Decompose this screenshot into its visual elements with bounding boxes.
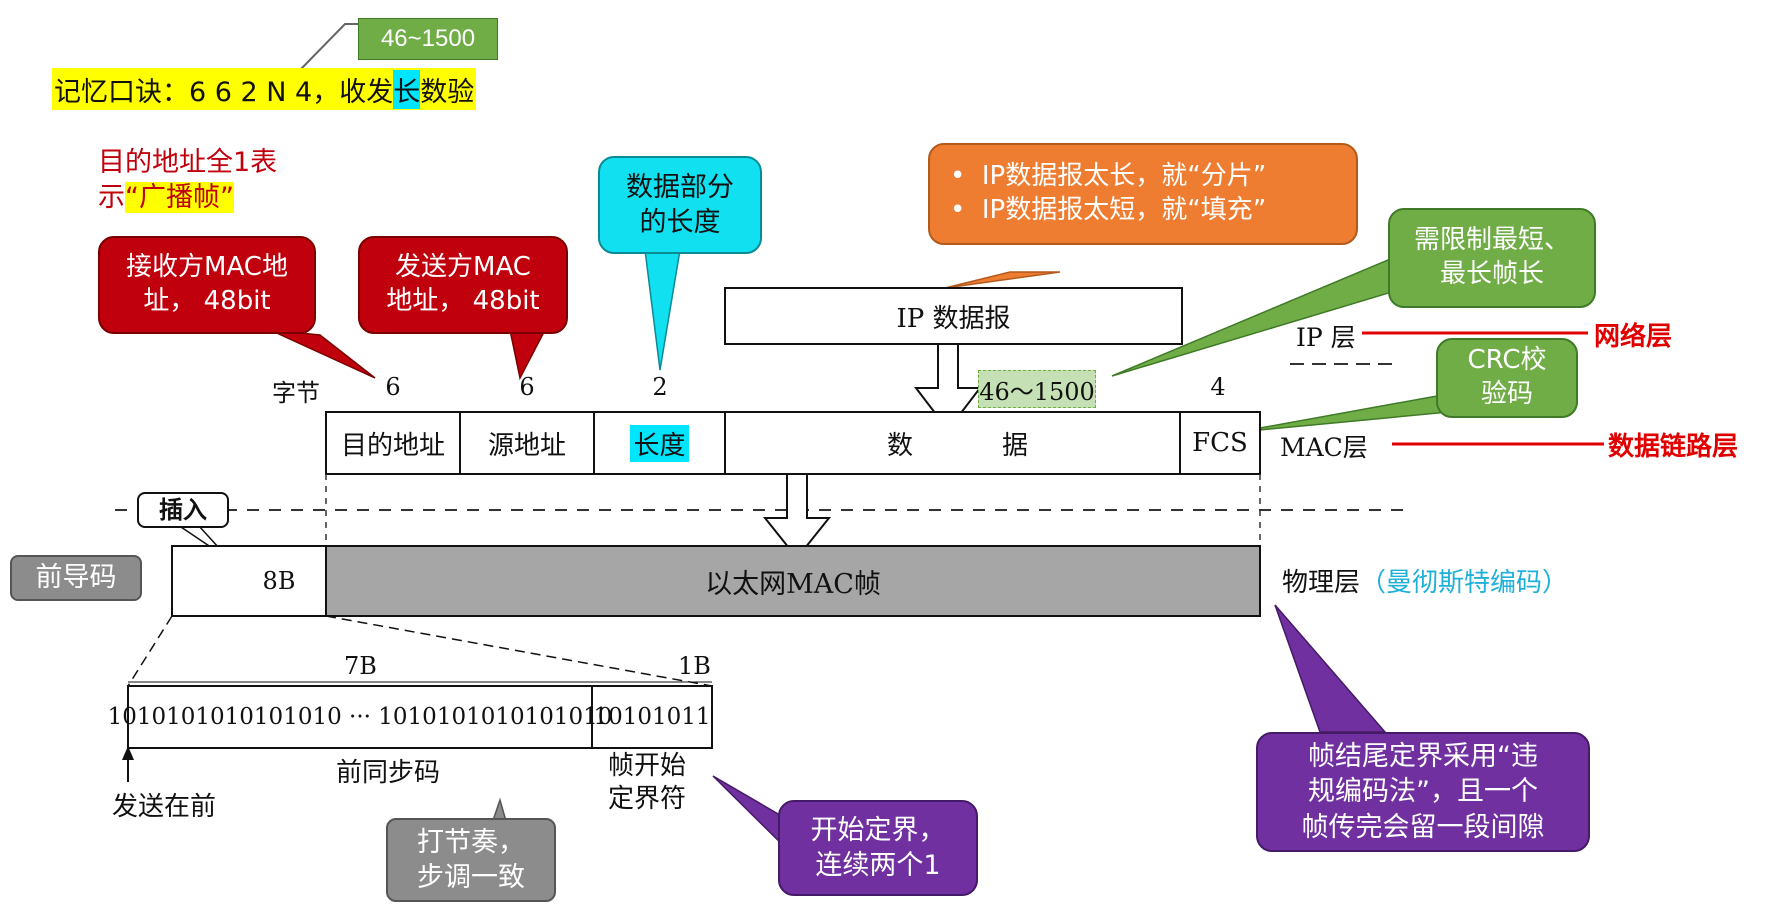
preamble-size: 8B (262, 567, 296, 595)
network-layer-label: 网络层 (1594, 321, 1673, 351)
mnemonic-suffix: 数验 (420, 76, 475, 108)
mac-frame-row (325, 411, 1261, 475)
range-badge: 46~1500 (358, 18, 498, 60)
ip-fragment-pointer (944, 271, 1061, 289)
ip-fragment-bullet1: • IP数据报太长，就“分片” (950, 161, 1267, 192)
sfd-label: 帧开始 定界符 (608, 751, 687, 814)
preamble-detail-box (127, 685, 713, 749)
byte-label: 字节 (272, 379, 320, 407)
receiver-mac-callout: 接收方MAC地址， 48bit (98, 236, 316, 334)
rhythm-callout: 打节奏，步调一致 (386, 818, 556, 902)
mnemonic-line: 记忆口诀：6 6 2 N 4，收发长数验 (52, 68, 477, 110)
crc-callout: CRC校验码 (1436, 338, 1578, 418)
preamble-callout: 前导码 (10, 555, 142, 601)
sfd-bits: 10101011 (593, 704, 711, 730)
length-callout: 数据部分的长度 (598, 156, 762, 254)
broadcast-highlight: “广播帧” (125, 182, 234, 214)
end-delim-pointer (1274, 604, 1387, 733)
length-pointer (644, 249, 681, 371)
send-first-arrow (122, 746, 134, 760)
field-src-address: 源地址 (487, 430, 566, 461)
datalink-layer-label: 数据链路层 (1608, 431, 1739, 461)
sync-bits: 1010101010101010 ··· 1010101010101010 (107, 704, 613, 730)
broadcast-note: 目的地址全1表 示“广播帧” (98, 145, 277, 215)
end-delim-callout: 帧结尾定界采用“违规编码法”，且一个帧传完会留一段间隙 (1256, 732, 1590, 852)
mnemonic-prefix: 记忆口诀：6 6 2 N 4，收发 (54, 76, 394, 108)
byte-count-length: 2 (652, 373, 668, 401)
field-data-char1: 数 (886, 430, 913, 461)
start-delim-callout: 开始定界，连续两个1 (778, 800, 978, 896)
field-dest-address: 目的地址 (340, 430, 445, 461)
physical-layer-label: 物理层（曼彻斯特编码） (1282, 562, 1568, 599)
insert-callout: 插入 (137, 492, 229, 528)
field-length-text: 长度 (630, 424, 689, 462)
byte-count-src: 6 (519, 373, 535, 401)
mnemonic-highlight: 长 (393, 69, 421, 109)
field-data-char2: 据 (1001, 430, 1028, 461)
data-range-badge: 46～1500 (978, 370, 1096, 408)
broadcast-note-line2-prefix: 示 (98, 182, 125, 214)
byte-count-fcs: 4 (1210, 373, 1226, 401)
ip-fragment-callout: • IP数据报太长，就“分片” • IP数据报太短，就“填充” (928, 143, 1358, 245)
manchester-label: （曼彻斯特编码） (1360, 568, 1569, 598)
byte-count-dest: 6 (385, 373, 401, 401)
ethernet-mac-frame-box (325, 545, 1261, 617)
field-length: 长度 (594, 412, 725, 474)
ip-datagram-box (724, 287, 1183, 345)
sfd-size: 1B (678, 652, 711, 680)
decor-line (299, 23, 358, 71)
sender-mac-pointer (509, 329, 547, 381)
ip-fragment-bullet2: • IP数据报太短，就“填充” (950, 195, 1267, 225)
mac-layer-label: MAC层 (1280, 433, 1368, 462)
field-fcs: FCS (1192, 428, 1248, 458)
send-first-label: 发送在前 (112, 792, 217, 822)
receiver-mac-pointer (269, 329, 376, 379)
ip-down-arrow (913, 343, 983, 432)
mac-frame-label: 以太网MAC帧 (705, 568, 881, 600)
physical-layer-text: 物理层 (1282, 568, 1361, 598)
sync-size: 7B (344, 652, 377, 680)
broadcast-note-line1: 目的地址全1表 (98, 147, 278, 178)
frame-limit-callout: 需限制最短、最长帧长 (1388, 208, 1596, 308)
ip-layer-label: IP 层 (1296, 323, 1356, 352)
mac-down-arrow (762, 473, 832, 560)
ip-datagram-label: IP 数据报 (896, 303, 1011, 334)
sync-label: 前同步码 (336, 758, 441, 788)
